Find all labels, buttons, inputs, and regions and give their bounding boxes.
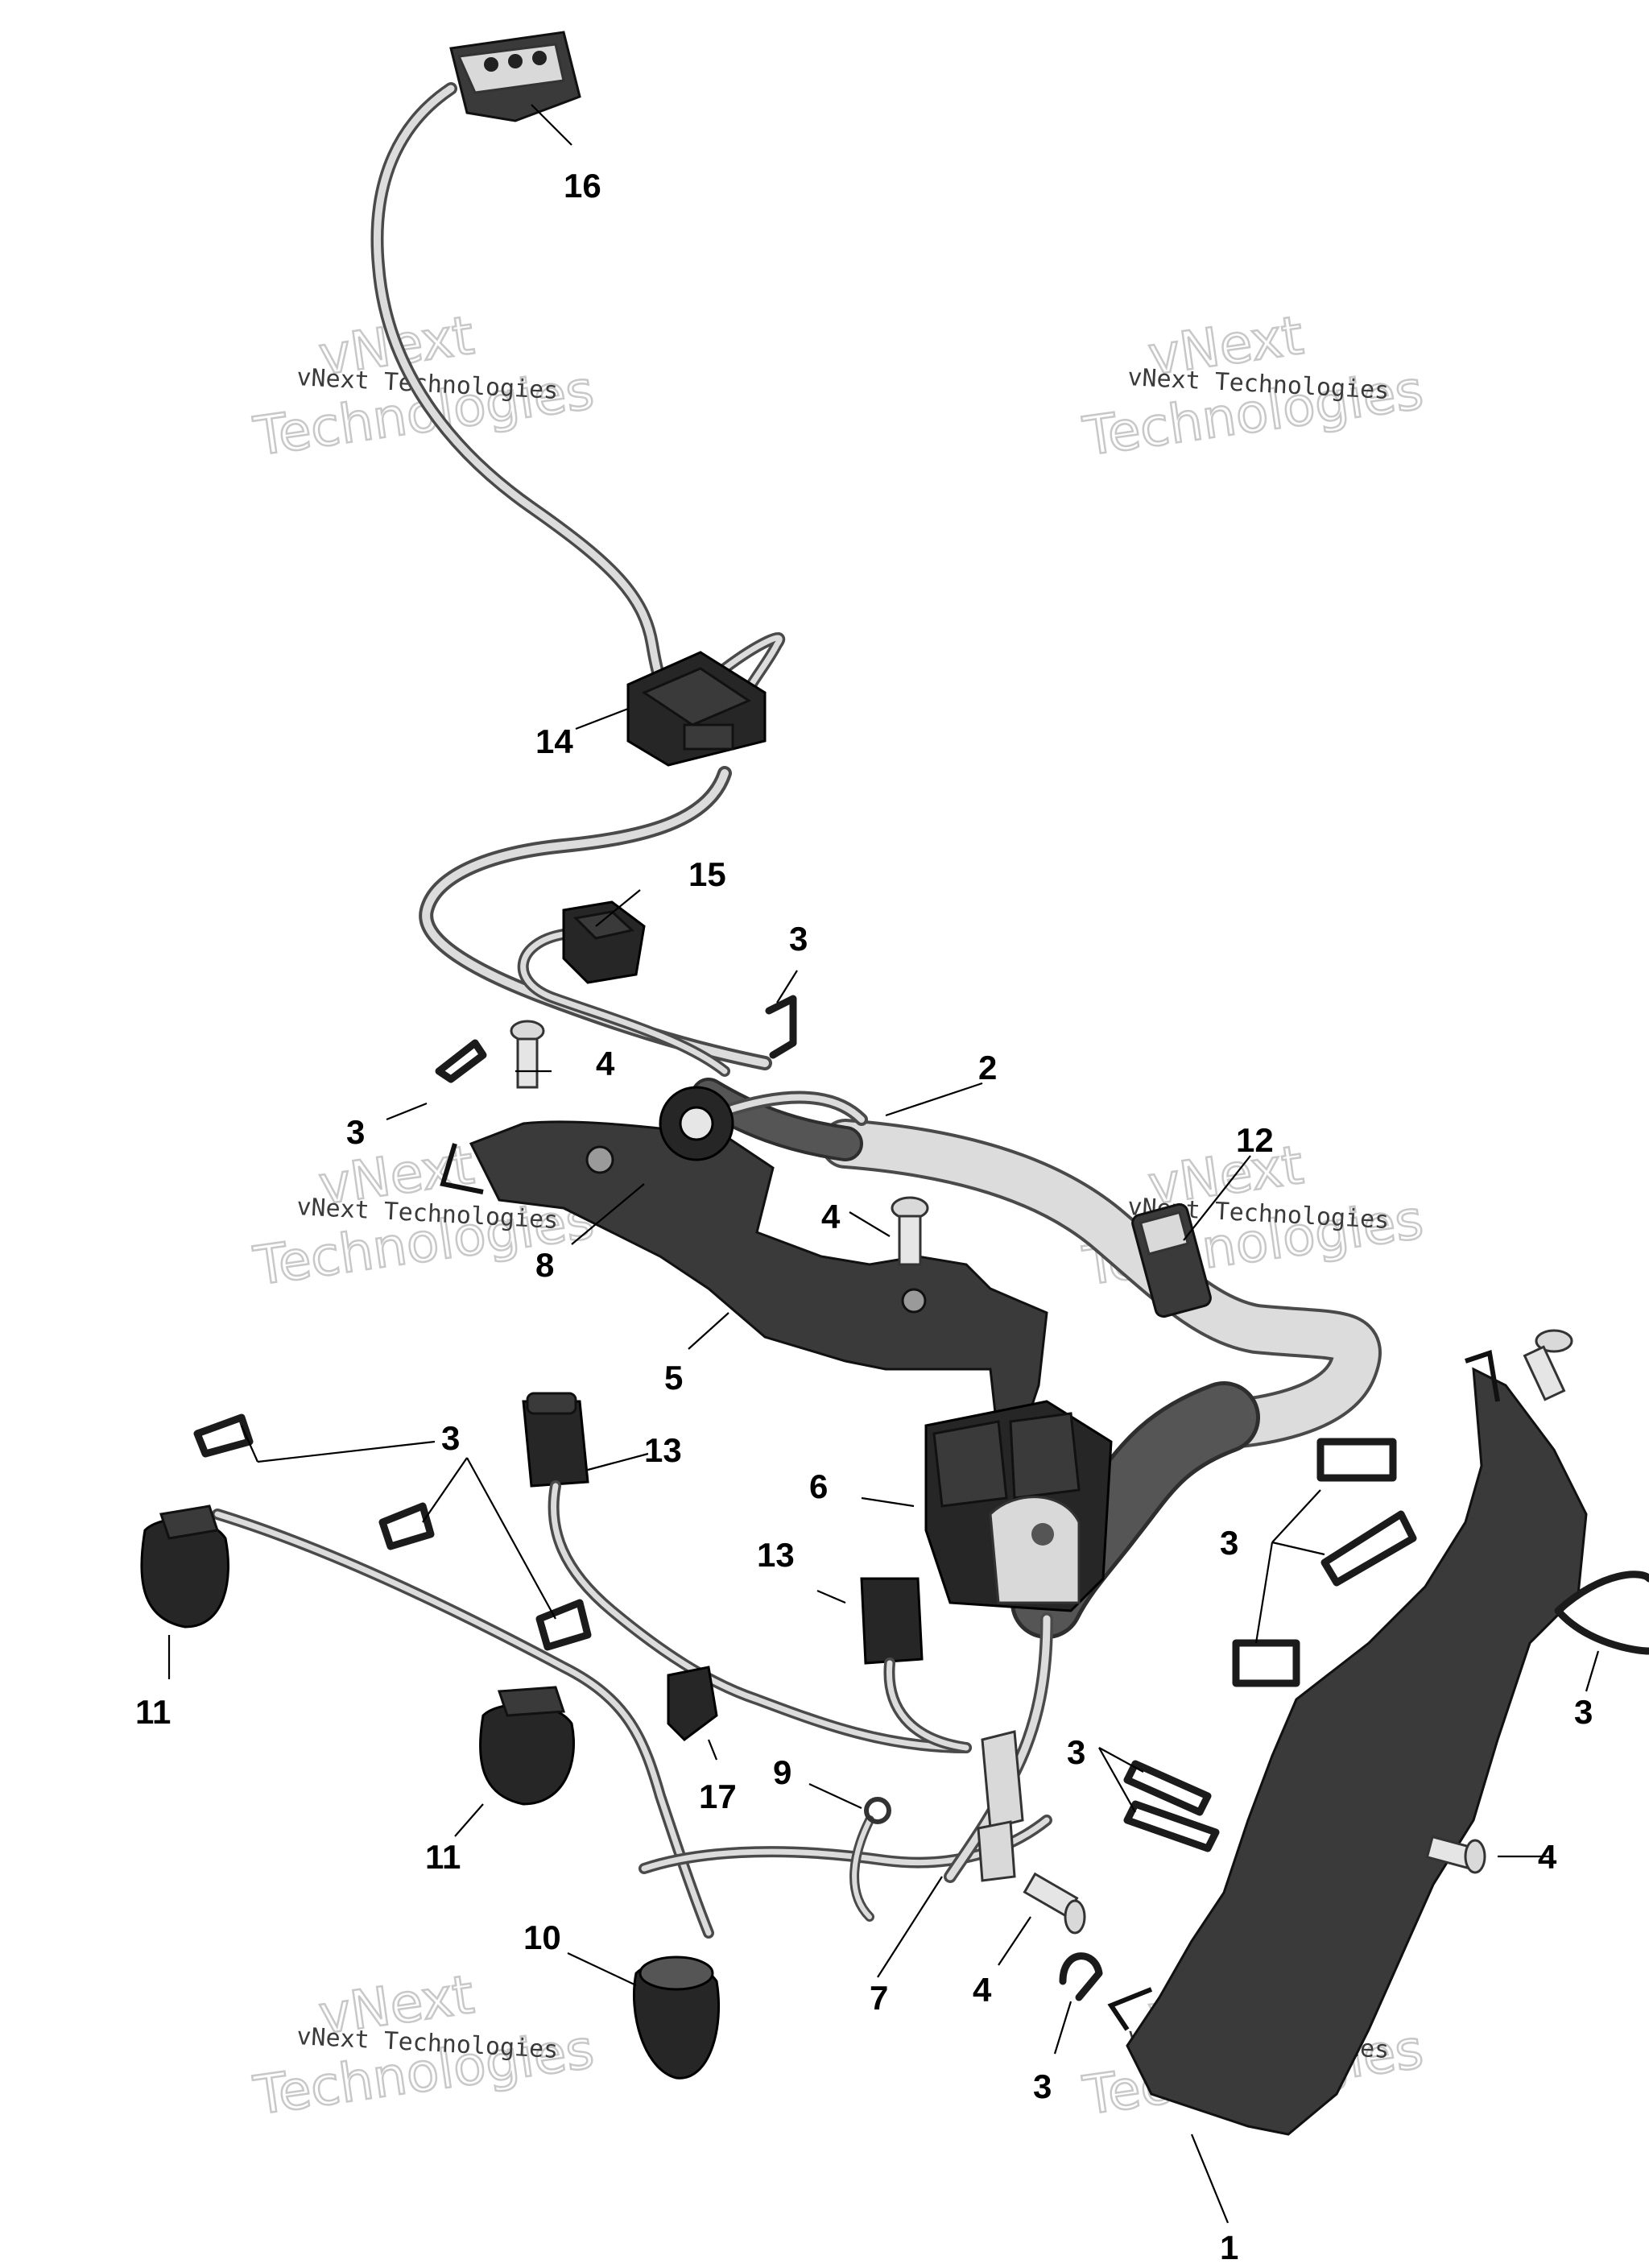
callout-11: 11	[135, 1693, 171, 1731]
callout-4: 4	[973, 1971, 992, 2009]
callout-9: 9	[773, 1753, 791, 1791]
callout-13: 13	[644, 1431, 682, 1469]
watermark-bottom-left: Technologies vNext vNext Technologies	[249, 1963, 598, 2129]
callout-1: 1	[1220, 2229, 1238, 2266]
part-3-clip	[193, 995, 1649, 2001]
part-4-bolt-lower-right	[1425, 1835, 1486, 1874]
callout-16: 16	[564, 167, 601, 205]
part-16-connector	[370, 31, 675, 707]
callout-11: 11	[425, 1838, 461, 1876]
part-4-bolt-right	[1523, 1329, 1573, 1401]
callout-8: 8	[535, 1246, 554, 1284]
leader-lines	[167, 104, 1600, 2224]
callout-3: 3	[1067, 1733, 1085, 1771]
part-13-connector-lower	[860, 1577, 972, 1753]
callout-7: 7	[870, 1979, 888, 2017]
part-17-clip	[667, 1666, 718, 1741]
part-6-ecu-connector	[924, 1400, 1113, 1612]
callout-17: 17	[699, 1778, 737, 1815]
part-7-branch	[944, 1612, 1053, 1883]
part-12-sensor	[1131, 1202, 1212, 1318]
callout-4: 4	[821, 1198, 841, 1235]
callout-10: 10	[523, 1918, 561, 1956]
callout-4: 4	[1538, 1838, 1557, 1876]
callout-4: 4	[596, 1045, 615, 1082]
callout-15: 15	[688, 855, 726, 893]
part-4-bolt-top	[510, 1020, 545, 1089]
callout-14: 14	[535, 722, 573, 760]
part-8-knock-sensor	[659, 1086, 868, 1161]
part-15-connector	[517, 900, 730, 1077]
callout-3: 3	[1220, 1524, 1238, 1562]
part-11-coil-left	[140, 1504, 229, 1629]
part-9-ground-terminal	[849, 1797, 891, 1922]
callout-3: 3	[441, 1419, 460, 1457]
part-5-bracket	[440, 1120, 1048, 1444]
part-4-bolt-mid	[891, 1196, 929, 1266]
callout-5: 5	[664, 1359, 683, 1397]
callouts: 16 14 15 3 4 3 2 4 12 8 5 3 13 6 13 3 3 …	[135, 167, 1593, 2266]
part-11-coil-harness	[212, 1509, 1052, 1939]
watermark-top-left: Technologies vNext vNext Technologies	[249, 304, 598, 470]
part-4-bolt-lower-center	[1023, 1872, 1086, 1935]
callout-12: 12	[1236, 1121, 1274, 1159]
callout-3: 3	[789, 920, 808, 958]
part-11-coil-right	[479, 1686, 575, 1806]
callout-3: 3	[346, 1113, 365, 1151]
callout-6: 6	[809, 1467, 828, 1505]
callout-2: 2	[978, 1049, 997, 1086]
callout-3: 3	[1574, 1693, 1593, 1731]
part-13-connector-upper	[522, 1392, 972, 1753]
callout-3: 3	[1033, 2067, 1052, 2105]
callout-13: 13	[757, 1536, 795, 1574]
part-14-connector	[626, 632, 786, 767]
watermark-top-right: Technologies vNext vNext Technologies	[1078, 304, 1428, 470]
part-10-sensor	[632, 1956, 720, 2080]
